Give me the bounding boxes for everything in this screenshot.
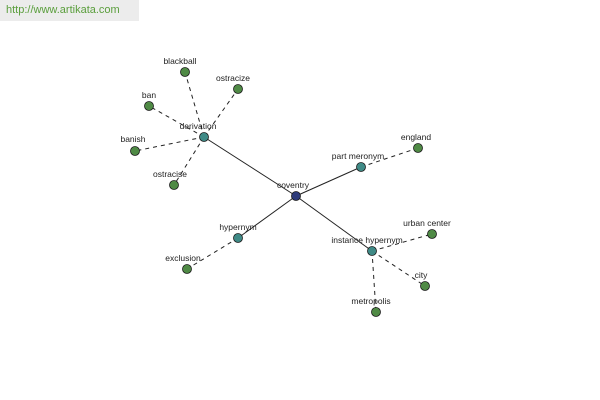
relation-node-hypernym[interactable]: hypernym bbox=[219, 222, 257, 243]
center-node-coventry-label: coventry bbox=[277, 180, 310, 190]
leaf-node-banish-dot[interactable] bbox=[130, 146, 140, 156]
leaf-node-banish-label: banish bbox=[120, 134, 145, 144]
edge-instance-hypernym-urban-center bbox=[371, 233, 433, 252]
leaf-node-urban-center[interactable]: urban center bbox=[403, 218, 451, 239]
nodes: derivation blackball ostracize ban banish ost… bbox=[120, 56, 451, 317]
leaf-node-city-label: city bbox=[415, 270, 429, 280]
edge-coventry-part-meronym bbox=[295, 166, 362, 197]
leaf-node-exclusion-label: exclusion bbox=[165, 253, 201, 263]
leaf-node-urban-center-label: urban center bbox=[403, 218, 451, 228]
leaf-node-metropolis-label: metropolis bbox=[351, 296, 390, 306]
leaf-node-ostracise[interactable]: ostracise bbox=[153, 169, 187, 190]
source-url-watermark: http://www.artikata.com bbox=[0, 0, 139, 21]
leaf-node-england-dot[interactable] bbox=[413, 143, 423, 153]
leaf-node-ostracize[interactable]: ostracize bbox=[216, 73, 250, 94]
edge-derivation-ban bbox=[148, 105, 205, 138]
edge-part-meronym-england bbox=[360, 147, 419, 168]
relation-node-hypernym-dot[interactable] bbox=[233, 233, 243, 243]
leaf-node-exclusion[interactable]: exclusion bbox=[165, 253, 201, 274]
leaf-node-metropolis[interactable]: metropolis bbox=[351, 296, 391, 317]
leaf-node-exclusion-dot[interactable] bbox=[182, 264, 192, 274]
leaf-node-metropolis-dot[interactable] bbox=[371, 307, 381, 317]
leaf-node-england-label: england bbox=[401, 132, 432, 142]
leaf-node-ostracize-label: ostracize bbox=[216, 73, 250, 83]
leaf-node-city[interactable]: city bbox=[415, 270, 430, 291]
leaf-node-blackball[interactable]: blackball bbox=[163, 56, 197, 77]
edge-coventry-instance-hypernym bbox=[295, 195, 373, 252]
relation-node-part-meronym[interactable]: part meronym bbox=[332, 151, 384, 172]
relation-node-instance-hypernym-dot[interactable] bbox=[367, 246, 377, 256]
edge-derivation-ostracize bbox=[203, 88, 239, 138]
leaf-node-ostracise-dot[interactable] bbox=[169, 180, 179, 190]
leaf-node-england[interactable]: england bbox=[401, 132, 432, 153]
edge-hypernym-exclusion bbox=[186, 237, 239, 270]
edge-derivation-banish bbox=[134, 136, 205, 152]
leaf-node-city-dot[interactable] bbox=[420, 281, 430, 291]
relation-node-derivation-dot[interactable] bbox=[199, 132, 209, 142]
leaf-node-blackball-label: blackball bbox=[163, 56, 196, 66]
center-node-coventry[interactable]: coventry bbox=[277, 180, 310, 201]
leaf-node-ban-dot[interactable] bbox=[144, 101, 154, 111]
edge-instance-hypernym-city bbox=[371, 250, 426, 287]
edges bbox=[134, 71, 433, 313]
relation-node-derivation-label: derivation bbox=[180, 121, 217, 131]
center-node-coventry-dot[interactable] bbox=[291, 191, 301, 201]
edge-coventry-derivation bbox=[203, 136, 297, 197]
edge-derivation-ostracise bbox=[173, 136, 205, 186]
edge-derivation-blackball bbox=[184, 71, 205, 138]
relation-node-part-meronym-label: part meronym bbox=[332, 151, 384, 161]
leaf-node-blackball-dot[interactable] bbox=[180, 67, 190, 77]
leaf-node-ban[interactable]: ban bbox=[142, 90, 156, 111]
edge-coventry-hypernym bbox=[237, 195, 297, 239]
edge-instance-hypernym-metropolis bbox=[371, 250, 377, 313]
leaf-node-ostracize-dot[interactable] bbox=[233, 84, 243, 94]
relation-node-derivation[interactable]: derivation bbox=[180, 121, 217, 142]
leaf-node-ostracise-label: ostracise bbox=[153, 169, 187, 179]
leaf-node-ban-label: ban bbox=[142, 90, 156, 100]
relation-node-instance-hypernym[interactable]: instance hypernym bbox=[331, 235, 403, 256]
relation-node-hypernym-label: hypernym bbox=[219, 222, 256, 232]
relation-node-part-meronym-dot[interactable] bbox=[356, 162, 366, 172]
leaf-node-urban-center-dot[interactable] bbox=[427, 229, 437, 239]
leaf-node-banish[interactable]: banish bbox=[120, 134, 146, 156]
relation-node-instance-hypernym-label: instance hypernym bbox=[331, 235, 402, 245]
